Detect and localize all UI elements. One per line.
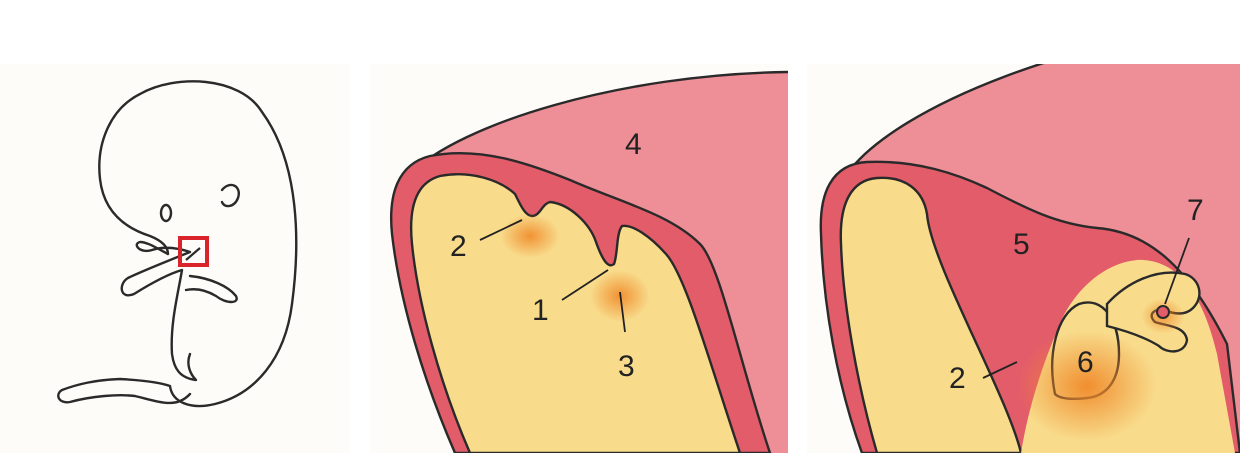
label-5: 5 xyxy=(1013,228,1030,261)
embryo-outline xyxy=(58,81,296,406)
embryo-ear xyxy=(222,185,239,206)
label-7: 7 xyxy=(1187,194,1204,227)
signal-glow-2 xyxy=(500,214,560,258)
label-4: 4 xyxy=(625,128,642,161)
embryo-eye xyxy=(161,205,171,221)
label-2: 2 xyxy=(450,230,467,263)
label-1: 1 xyxy=(532,294,549,327)
late-stage-panel: 5 7 6 2 xyxy=(807,64,1240,453)
highlight-box xyxy=(180,238,207,265)
embryo-overview-panel xyxy=(0,64,350,453)
late-stage-diagram: 5 7 6 2 xyxy=(807,64,1240,453)
label-3: 3 xyxy=(618,350,635,383)
embryo-illustration xyxy=(0,64,350,453)
label-2: 2 xyxy=(949,362,966,395)
branch-tip xyxy=(1157,306,1169,318)
early-stage-panel: 4 2 1 3 xyxy=(370,64,788,453)
early-stage-diagram: 4 2 1 3 xyxy=(370,64,788,453)
embryo-arm xyxy=(186,276,237,302)
label-6: 6 xyxy=(1077,346,1094,379)
